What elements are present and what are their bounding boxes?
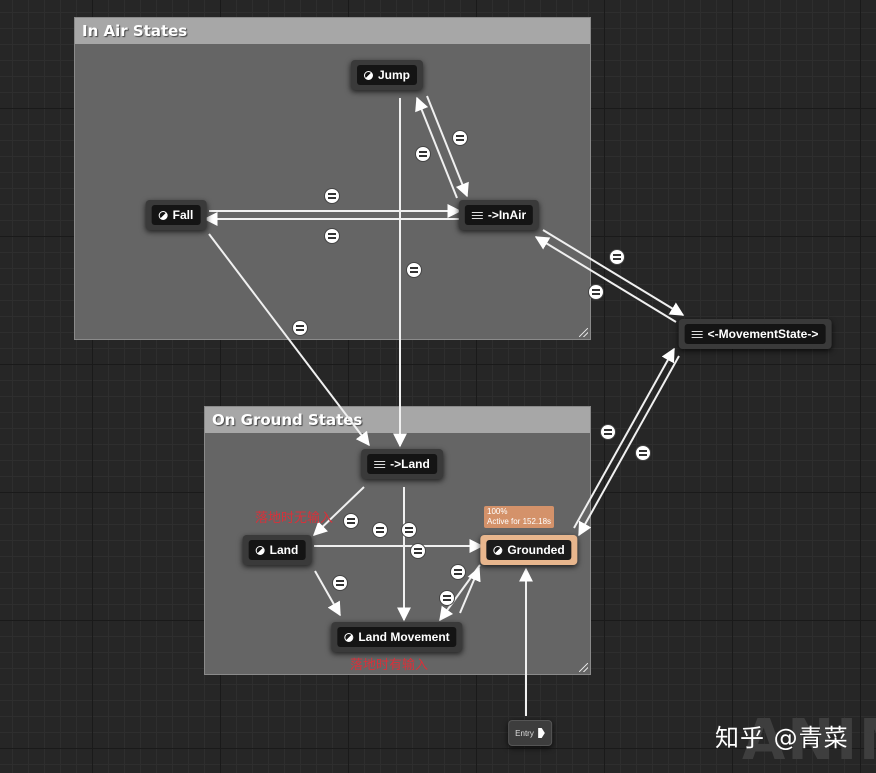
transition-rule-icon[interactable]	[588, 284, 604, 300]
node-body: Land Movement	[337, 627, 457, 647]
grounded-debug-tag: 100% Active for 152.18s	[484, 506, 555, 528]
entry-label: Entry	[515, 728, 534, 738]
state-node-land[interactable]: Land	[242, 535, 312, 565]
debug-active-time: Active for 152.18s	[487, 517, 552, 526]
node-label: Fall	[172, 208, 194, 222]
transition-rule-icon[interactable]	[609, 249, 625, 265]
state-node-land-movement[interactable]: Land Movement	[331, 622, 463, 652]
transition-rule-icon[interactable]	[343, 513, 359, 529]
state-icon	[363, 70, 373, 80]
wire-land-conduit-to-land[interactable]	[312, 486, 365, 536]
wire-movementstate-to-inair[interactable]	[534, 236, 677, 323]
transition-rule-icon[interactable]	[292, 320, 308, 336]
conduit-icon	[374, 460, 386, 468]
resize-handle[interactable]	[579, 328, 588, 337]
state-node-fall[interactable]: Fall	[145, 200, 207, 230]
wire-jump-to-inair[interactable]	[426, 95, 469, 198]
conduit-icon	[691, 330, 703, 338]
on-ground-states-title[interactable]: On Ground States	[205, 407, 590, 433]
entry-node[interactable]: Entry	[508, 720, 552, 746]
transition-rule-icon[interactable]	[635, 445, 651, 461]
conduit-node-inair[interactable]: ->InAir	[458, 200, 540, 230]
node-body: Jump	[356, 65, 418, 85]
node-body: Grounded	[486, 540, 572, 560]
wire-grounded-to-movementstate[interactable]	[573, 347, 675, 529]
transition-rule-icon[interactable]	[452, 130, 468, 146]
resize-handle[interactable]	[579, 663, 588, 672]
state-node-jump[interactable]: Jump	[350, 60, 424, 90]
entry-arrow-icon	[537, 728, 545, 738]
state-node-grounded[interactable]: Grounded	[480, 535, 578, 565]
node-body: ->Land	[367, 454, 437, 474]
wire-movementstate-to-grounded[interactable]	[578, 355, 680, 537]
node-label: <-MovementState->	[707, 327, 819, 341]
transition-rule-icon[interactable]	[410, 543, 426, 559]
node-body: Land	[248, 540, 306, 560]
node-body: <-MovementState->	[684, 324, 826, 344]
state-icon	[344, 632, 354, 642]
transition-rule-icon[interactable]	[324, 228, 340, 244]
conduit-node-movementstate[interactable]: <-MovementState->	[678, 319, 832, 349]
transition-rule-icon[interactable]	[600, 424, 616, 440]
annotation-no-input: 落地时无输入	[255, 511, 334, 526]
node-body: ->InAir	[464, 205, 534, 225]
conduit-icon	[471, 211, 483, 219]
transition-rule-icon[interactable]	[439, 590, 455, 606]
transition-rule-icon[interactable]	[324, 188, 340, 204]
node-label: Jump	[377, 68, 411, 82]
transition-rule-icon[interactable]	[415, 146, 431, 162]
background-logo: ANIM	[742, 708, 876, 773]
debug-weight: 100%	[487, 507, 508, 516]
state-icon	[493, 545, 503, 555]
wire-inair-to-movementstate[interactable]	[542, 229, 685, 316]
wire-land-movement-to-grounded[interactable]	[459, 566, 481, 614]
in-air-states-comment[interactable]: In Air States	[74, 17, 591, 340]
in-air-states-title[interactable]: In Air States	[75, 18, 590, 44]
node-label: Land Movement	[358, 630, 450, 644]
conduit-node-land[interactable]: ->Land	[361, 449, 443, 479]
node-label: Land	[269, 543, 299, 557]
node-label: ->Land	[390, 457, 430, 471]
watermark: 知乎 @青菜	[715, 724, 849, 752]
node-body: Fall	[151, 205, 201, 225]
transition-rule-icon[interactable]	[406, 262, 422, 278]
annotation-with-input: 落地时有输入	[350, 658, 429, 673]
node-label: Grounded	[507, 543, 565, 557]
state-icon	[158, 210, 168, 220]
state-icon	[255, 545, 265, 555]
transition-rule-icon[interactable]	[372, 522, 388, 538]
node-label: ->InAir	[487, 208, 527, 222]
wire-land-to-land-movement[interactable]	[314, 570, 341, 617]
wire-fall-to-land[interactable]	[208, 233, 370, 447]
transition-rule-icon[interactable]	[332, 575, 348, 591]
wire-inair-to-jump[interactable]	[415, 96, 458, 199]
transition-rule-icon[interactable]	[450, 564, 466, 580]
transition-rule-icon[interactable]	[401, 522, 417, 538]
